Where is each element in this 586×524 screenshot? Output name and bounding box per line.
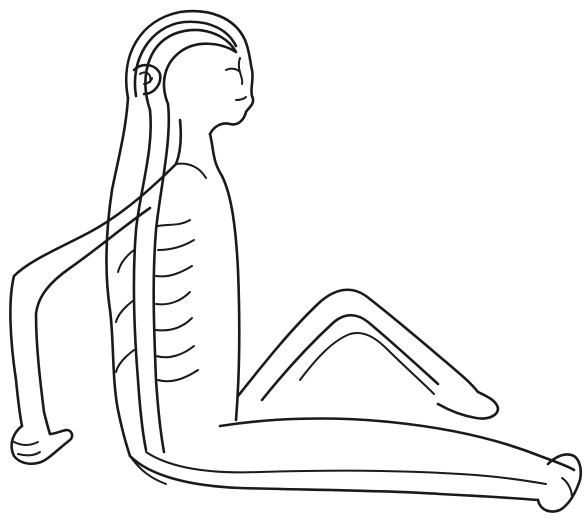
nerve-branch [116,300,134,322]
finger-line [14,442,38,445]
spinal-cord-group [116,30,236,452]
nerve-branch [158,240,194,250]
chest-front [210,134,239,420]
upper-arm-outer [10,164,176,426]
straight-leg-top [220,419,574,470]
toe-line [562,478,572,498]
nerve-branch [158,370,198,381]
straight-leg-bottom [130,456,538,500]
bent-thigh-bottom [262,315,438,400]
eye-icon [226,69,240,72]
spinal-cord-right [154,104,169,452]
mouth-line [236,97,246,100]
finger-line [18,452,40,455]
shoulder-line [176,164,206,178]
nerve-branch [158,220,190,226]
legs-group [130,290,581,512]
spinal-cord-left [134,110,151,450]
nerve-branch [116,350,134,372]
back-line [106,98,130,456]
bent-thigh-top [238,290,478,396]
torso-group [106,98,239,456]
nerve-branch [156,292,190,304]
bent-foot [438,392,498,419]
arm-group [10,164,176,464]
nerve-branch [156,318,192,330]
nerve-branch [156,266,192,276]
nerve-branch [156,346,194,357]
nerve-branch [118,250,134,272]
neck-line [176,120,181,164]
straight-leg-nerve [146,452,546,484]
upper-arm-inner [36,208,150,434]
